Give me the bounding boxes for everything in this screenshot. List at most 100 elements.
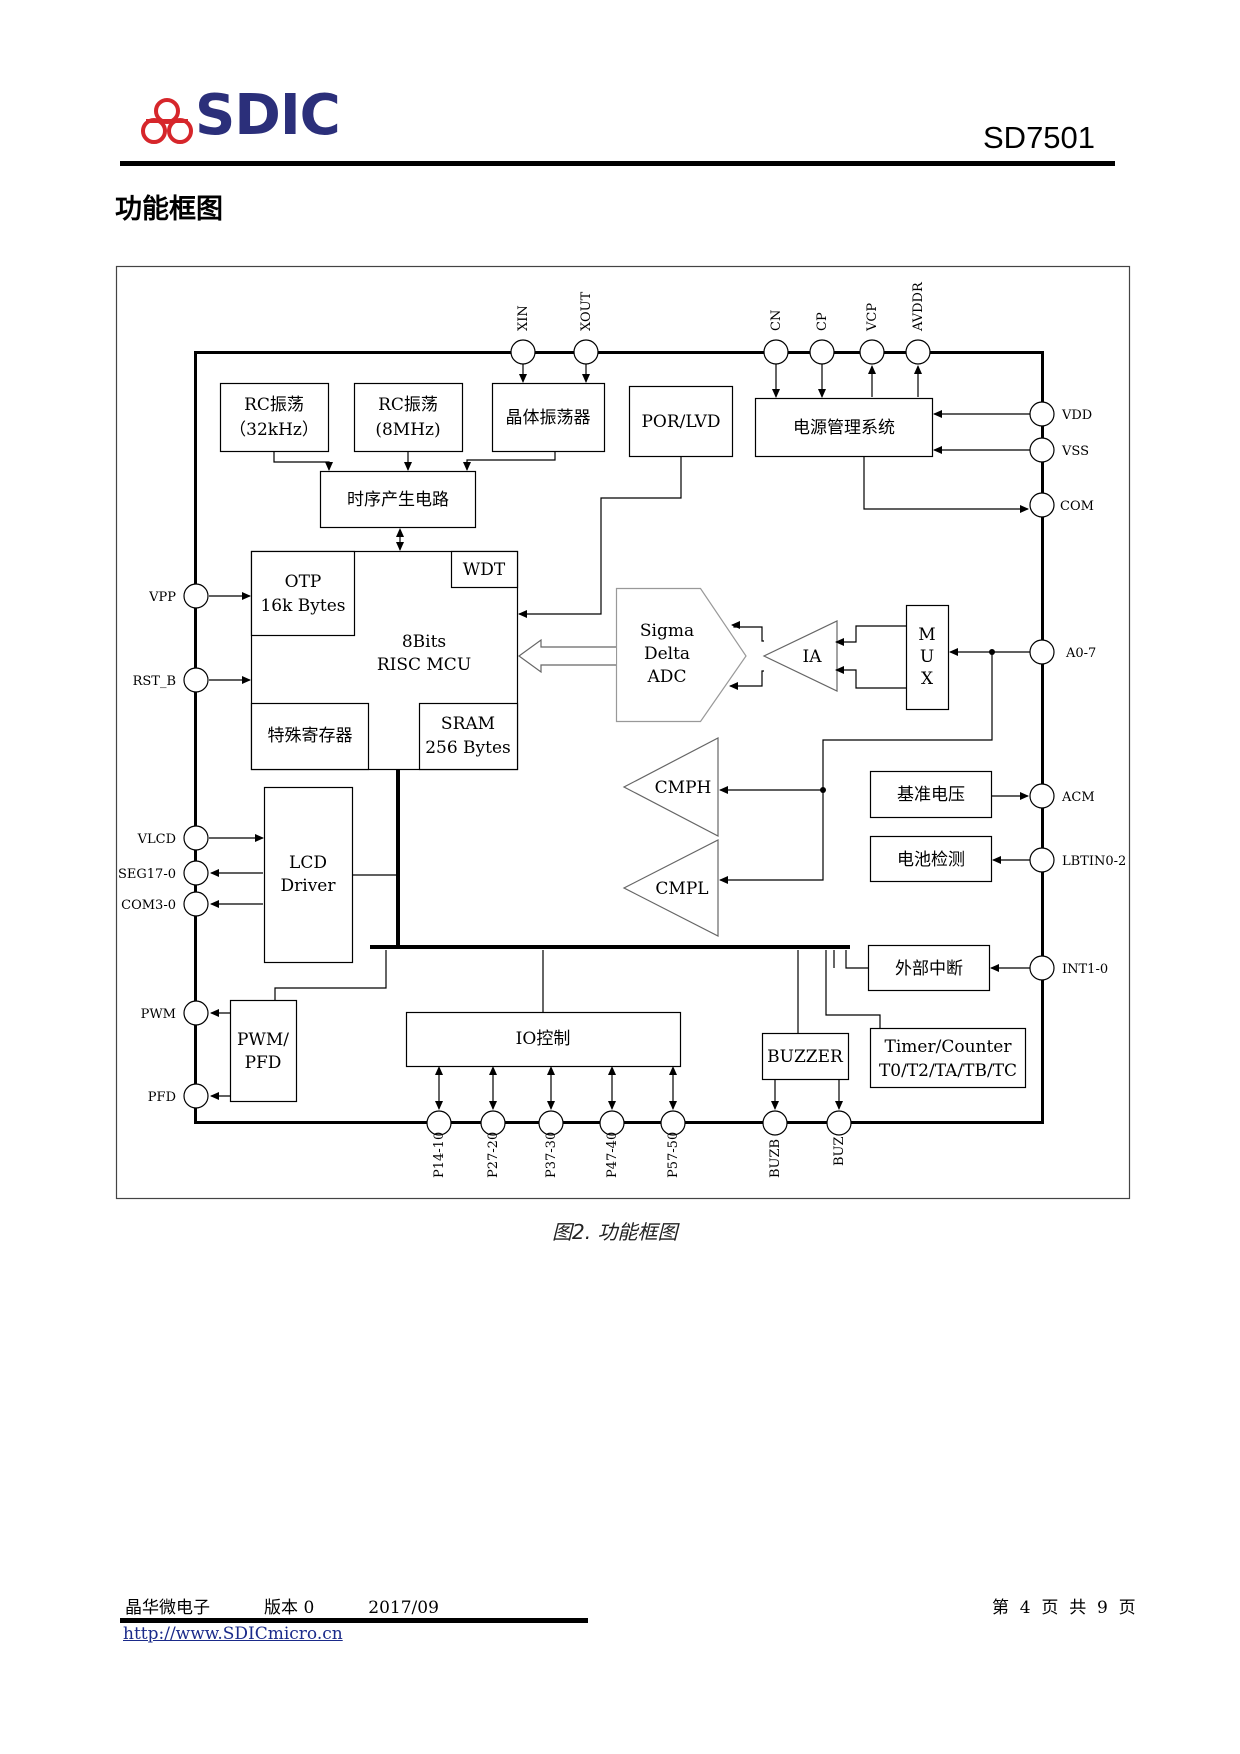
block-lcd-driver: LCD Driver	[263, 786, 354, 964]
svg-text:P14-10: P14-10	[432, 1132, 447, 1178]
block-buzzer: BUZZER	[761, 1032, 850, 1081]
main-data-bus	[370, 770, 850, 949]
svg-text:XOUT: XOUT	[579, 291, 594, 331]
pin-vcp: VCP	[859, 303, 885, 365]
junction-dot	[820, 787, 826, 793]
svg-text:U: U	[920, 647, 934, 667]
svg-text:ACM: ACM	[1061, 790, 1095, 805]
svg-text:LCD: LCD	[289, 853, 327, 873]
svg-text:PFD: PFD	[148, 1090, 176, 1105]
svg-text:CP: CP	[815, 312, 830, 331]
svg-text:POR/LVD: POR/LVD	[641, 412, 720, 432]
svg-text:VSS: VSS	[1061, 444, 1089, 459]
svg-text:AVDDR: AVDDR	[911, 281, 926, 332]
svg-text:BUZB: BUZB	[768, 1139, 783, 1178]
svg-text:CMPH: CMPH	[655, 778, 712, 798]
block-voltage-reference: 基准电压	[869, 770, 993, 819]
block-por-lvd: POR/LVD	[628, 385, 734, 458]
svg-text:P57-50: P57-50	[666, 1132, 681, 1178]
block-rc-8mhz: RC振荡 (8MHz)	[353, 382, 464, 453]
block-rc-32khz: RC振荡 （32kHz）	[219, 382, 330, 453]
pin-p37-30: P37-30	[538, 1110, 564, 1178]
block-sram: SRAM 256 Bytes	[418, 702, 519, 771]
block-wdt: WDT	[450, 550, 519, 589]
footer-rule	[120, 1618, 588, 1623]
svg-text:16k Bytes: 16k Bytes	[260, 596, 345, 616]
svg-text:Driver: Driver	[281, 876, 337, 896]
svg-text:XIN: XIN	[516, 305, 531, 331]
pin-buz: BUZ	[826, 1110, 852, 1166]
svg-text:256 Bytes: 256 Bytes	[425, 738, 511, 758]
pin-xout: XOUT	[573, 291, 599, 365]
pin-avddr: AVDDR	[905, 281, 931, 365]
block-otp: OTP 16k Bytes	[250, 550, 356, 637]
svg-text:RST_B: RST_B	[133, 674, 176, 689]
section-title: 功能框图	[115, 194, 223, 225]
svg-text:P27-20: P27-20	[486, 1132, 501, 1178]
svg-text:PWM/: PWM/	[237, 1030, 289, 1050]
block-timing-generator: 时序产生电路	[319, 470, 477, 529]
svg-text:时序产生电路: 时序产生电路	[347, 490, 449, 510]
svg-text:VDD: VDD	[1061, 408, 1092, 423]
logo-mark-icon	[141, 98, 193, 144]
pin-lbtin: LBTIN0-2	[1029, 847, 1126, 873]
pin-seg: SEG17-0	[118, 860, 209, 886]
svg-text:T0/T2/TA/TB/TC: T0/T2/TA/TB/TC	[879, 1061, 1017, 1081]
svg-text:P37-30: P37-30	[544, 1132, 559, 1178]
pin-vlcd: VLCD	[137, 825, 209, 851]
svg-text:特殊寄存器: 特殊寄存器	[268, 726, 353, 746]
svg-text:COM: COM	[1060, 499, 1094, 514]
block-ia: IA	[762, 620, 838, 692]
block-mux: M U X	[905, 604, 950, 711]
svg-text:电源管理系统: 电源管理系统	[793, 418, 895, 438]
svg-text:PFD: PFD	[245, 1053, 282, 1073]
logo-text: SDIC	[195, 83, 341, 148]
pin-vpp: VPP	[148, 583, 209, 609]
pin-buzb: BUZB	[762, 1110, 788, 1178]
svg-text:Delta: Delta	[644, 644, 690, 664]
svg-text:Timer/Counter: Timer/Counter	[885, 1037, 1013, 1057]
svg-text:RC振荡: RC振荡	[244, 395, 304, 415]
block-pwm-pfd: PWM/ PFD	[229, 999, 298, 1103]
pin-pwm: PWM	[141, 1000, 209, 1026]
pin-p27-20: P27-20	[480, 1110, 506, 1178]
svg-text:VPP: VPP	[148, 590, 176, 605]
document-id: SD7501	[983, 120, 1096, 155]
block-cmpl: CMPL	[622, 839, 719, 937]
pin-rst-b: RST_B	[133, 667, 209, 693]
svg-text:X: X	[921, 669, 934, 689]
pin-cp: CP	[809, 312, 835, 365]
pin-pfd: PFD	[148, 1083, 209, 1109]
footer-company-version-date: 晶华微电子 版本 0 2017/09	[125, 1598, 439, 1618]
footer-page-number: 第 4 页 共 9 页	[992, 1598, 1136, 1618]
svg-text:BUZ: BUZ	[832, 1136, 847, 1166]
svg-text:BUZZER: BUZZER	[767, 1047, 844, 1067]
pin-vss: VSS	[1029, 437, 1089, 463]
pin-p57-50: P57-50	[660, 1110, 686, 1178]
pin-p14-10: P14-10	[426, 1110, 452, 1178]
pin-vdd: VDD	[1029, 401, 1092, 427]
svg-text:IO控制: IO控制	[516, 1029, 571, 1049]
svg-text:WDT: WDT	[463, 560, 506, 580]
svg-text:RISC MCU: RISC MCU	[377, 655, 471, 675]
pin-a0-7: A0-7	[1029, 639, 1096, 665]
svg-text:晶体振荡器: 晶体振荡器	[506, 408, 591, 428]
block-special-registers: 特殊寄存器	[250, 702, 370, 771]
diagram-border	[115, 265, 1131, 1200]
block-sigma-delta-adc: Sigma Delta ADC	[615, 587, 747, 723]
junction-dot	[989, 649, 995, 655]
svg-text:COM3-0: COM3-0	[121, 898, 176, 913]
block-io-control: IO控制	[405, 1011, 682, 1068]
svg-text:VCP: VCP	[865, 303, 880, 332]
svg-text:OTP: OTP	[285, 572, 322, 592]
footer-website-link[interactable]: http://www.SDICmicro.cn	[123, 1624, 343, 1644]
svg-text:SRAM: SRAM	[441, 714, 495, 734]
pin-com: COM	[1029, 492, 1094, 518]
svg-text:基准电压: 基准电压	[897, 785, 965, 805]
block-cmph: CMPH	[622, 737, 719, 837]
svg-text:P47-40: P47-40	[605, 1132, 620, 1178]
pin-com3-0: COM3-0	[121, 891, 209, 917]
svg-text:INT1-0: INT1-0	[1062, 962, 1108, 977]
block-power-management: 电源管理系统	[754, 397, 934, 458]
